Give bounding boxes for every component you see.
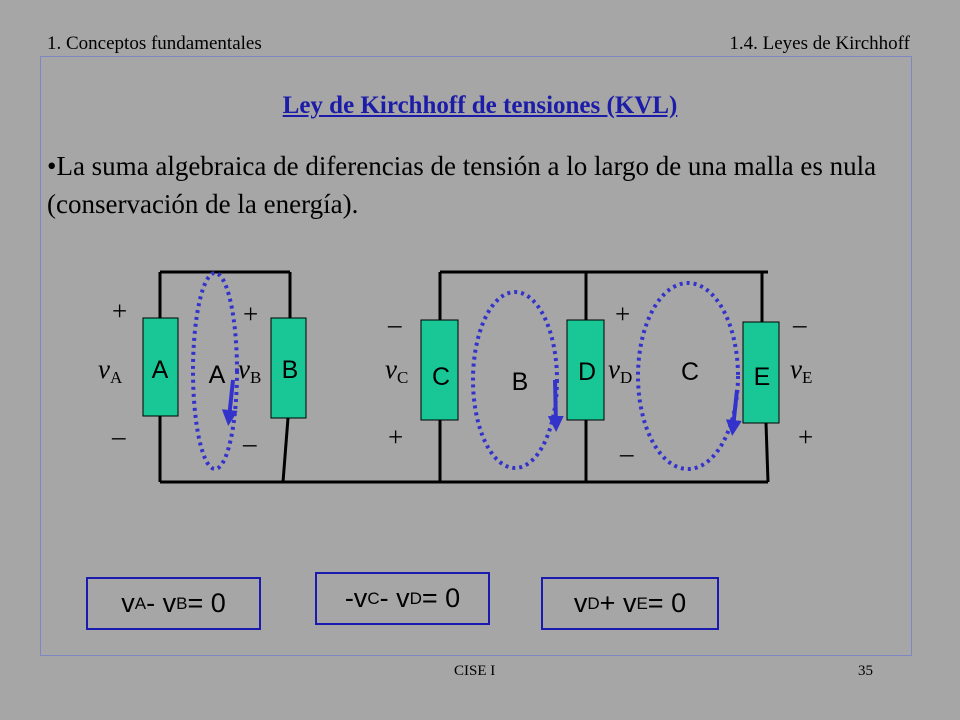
loop-c	[636, 281, 740, 471]
element-e-label: E	[754, 363, 771, 391]
left-circuit-wires	[158, 270, 292, 483]
element-b: B	[270, 317, 307, 419]
element-d: D	[566, 319, 605, 421]
element-a-label: A	[152, 356, 169, 384]
element-d-label: D	[578, 358, 596, 386]
voltage-label-vd: vD	[608, 354, 632, 387]
loop-a	[191, 271, 239, 471]
polarity-vc-top: –	[387, 309, 402, 339]
voltage-label-vc: vC	[385, 354, 408, 387]
polarity-vb-bottom: –	[242, 428, 257, 458]
footer-course: CISE I	[454, 663, 496, 679]
polarity-vd-bottom: –	[619, 438, 634, 468]
header-subsection: 1.4. Leyes de Kirchhoff	[729, 33, 910, 54]
loop-b-arrow	[547, 379, 564, 432]
element-e: E	[742, 321, 780, 424]
polarity-ve-top: –	[792, 309, 807, 339]
voltage-label-va: vA	[98, 354, 123, 387]
voltage-label-ve: vE	[790, 354, 812, 387]
right-circuit-wires	[438, 270, 770, 483]
polarity-ve-bottom: +	[798, 422, 813, 452]
loop-b-label: B	[512, 368, 529, 396]
polarity-vd-top: +	[615, 299, 630, 329]
slide-frame	[40, 56, 912, 656]
element-a: A	[142, 317, 179, 417]
element-c-label: C	[432, 363, 450, 391]
element-b-label: B	[282, 356, 299, 384]
polarity-va-top: +	[112, 296, 127, 326]
slide-title: Ley de Kirchhoff de tensiones (KVL)	[282, 92, 678, 119]
page-number: 35	[858, 663, 873, 679]
element-c: C	[420, 319, 459, 421]
loop-c-arrow	[725, 389, 742, 436]
polarity-vb-top: +	[243, 299, 258, 329]
voltage-label-vb: vB	[238, 354, 261, 387]
loop-a-arrow	[221, 379, 238, 426]
polarity-va-bottom: –	[111, 421, 126, 451]
bullet-text: •La suma algebraica de diferencias de te…	[47, 151, 877, 219]
header-section: 1. Conceptos fundamentales	[47, 33, 262, 54]
polarity-vc-bottom: +	[388, 422, 403, 452]
loop-a-label: A	[209, 361, 226, 389]
loop-c-label: C	[681, 358, 699, 386]
